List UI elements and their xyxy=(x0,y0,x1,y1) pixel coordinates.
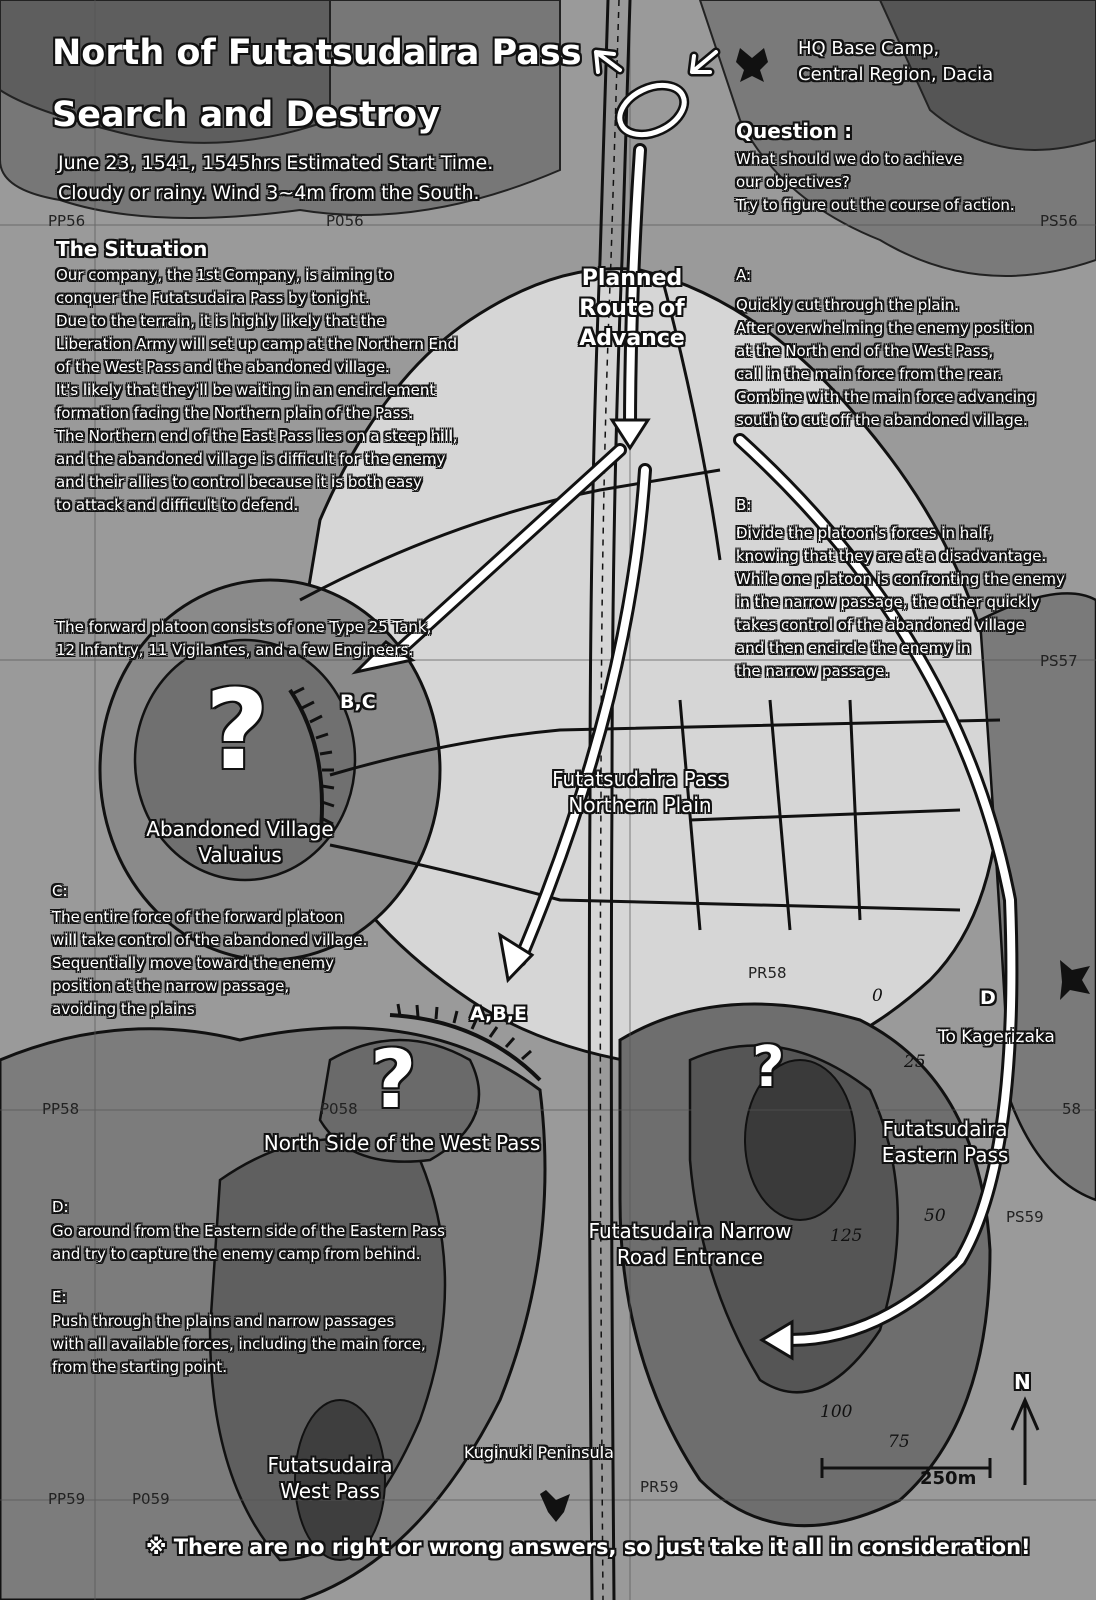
option-b-text: Divide the platoon's forces in half, kno… xyxy=(736,524,1065,680)
question-heading: Question : xyxy=(736,119,853,143)
date-line: June 23, 1541, 1545hrs Estimated Start T… xyxy=(58,152,494,174)
contour-label: 25 xyxy=(904,1052,926,1072)
grid-ref: P056 xyxy=(326,212,364,230)
unknown-enemy-east-marker: ? xyxy=(752,1035,785,1100)
map-title: North of Futatsudaira Pass xyxy=(52,33,582,73)
kuginuki-label: Kuginuki Peninsula xyxy=(464,1443,614,1462)
grid-ref: PS56 xyxy=(1040,212,1078,230)
scale-label: 250m xyxy=(920,1468,977,1489)
platoon-text: The forward platoon consists of one Type… xyxy=(56,618,432,659)
label-d: D xyxy=(980,987,996,1009)
option-a-text: Quickly cut through the plain. After ove… xyxy=(736,296,1036,429)
kagerizaka-unit-marker xyxy=(1060,960,1090,1000)
option-d-text: Go around from the Eastern side of the E… xyxy=(52,1222,445,1263)
north-label: N xyxy=(1014,1370,1031,1394)
grid-ref: P059 xyxy=(132,1490,170,1508)
scale-bar xyxy=(820,1458,992,1478)
option-d-label: D: xyxy=(52,1198,69,1216)
situation-heading: The Situation xyxy=(56,237,208,261)
grid-ref: PP56 xyxy=(48,212,86,230)
grid-ref: P058 xyxy=(320,1100,358,1118)
option-c-label: C: xyxy=(52,882,68,900)
abandoned-village-label: Abandoned Village Valuaius xyxy=(146,817,334,867)
contour-label: 100 xyxy=(820,1402,853,1422)
question-text: What should we do to achieve our objecti… xyxy=(736,150,1015,214)
unknown-enemy-west-marker: ? xyxy=(370,1033,417,1126)
hq-label: HQ Base Camp, Central Region, Dacia xyxy=(798,38,994,85)
situation-text: Our company, the 1st Company, is aiming … xyxy=(56,266,458,514)
northern-plain-area xyxy=(296,267,1003,1073)
map-subtitle: Search and Destroy xyxy=(52,95,440,135)
planned-route-label: Planned Route of Advance xyxy=(579,266,685,351)
grid-ref: PS57 xyxy=(1040,652,1078,670)
west-pass-label: Futatsudaira West Pass xyxy=(267,1453,393,1503)
north-arrow xyxy=(1010,1396,1040,1485)
northern-plain-label: Futatsudaira Pass Northern Plain xyxy=(552,767,728,817)
contour-label: 0 xyxy=(872,986,883,1006)
option-e-label: E: xyxy=(52,1288,67,1306)
grid-ref: PS59 xyxy=(1006,1208,1044,1226)
footer-note: ※ There are no right or wrong answers, s… xyxy=(146,1535,1031,1559)
contour-label: 125 xyxy=(830,1226,863,1246)
option-b-label: B: xyxy=(736,496,752,514)
label-bc: B,C xyxy=(340,691,376,713)
hq-unit-marker xyxy=(736,48,768,82)
option-a-label: A: xyxy=(736,266,752,284)
grid-ref: PR58 xyxy=(748,964,787,982)
grid-ref: PR59 xyxy=(640,1478,679,1496)
narrow-road-label: Futatsudaira Narrow Road Entrance xyxy=(588,1219,792,1269)
contour-label: 50 xyxy=(924,1206,946,1226)
option-c-text: The entire force of the forward platoon … xyxy=(52,908,368,1018)
unknown-enemy-village-marker: ? xyxy=(205,666,269,794)
north-side-west-pass-label: North Side of the West Pass xyxy=(263,1131,541,1155)
eastern-pass-label: Futatsudaira Eastern Pass xyxy=(881,1117,1009,1167)
weather-line: Cloudy or rainy. Wind 3~4m from the Sout… xyxy=(58,182,480,204)
to-kagerizaka-label: To Kagerizaka xyxy=(938,1027,1055,1047)
label-abe: A,B,E xyxy=(470,1003,527,1025)
contour-label: 75 xyxy=(888,1432,910,1452)
grid-ref: PP58 xyxy=(42,1100,80,1118)
grid-ref: 58 xyxy=(1062,1100,1082,1118)
kuginuki-unit-marker xyxy=(540,1490,570,1522)
grid-ref: PP59 xyxy=(48,1490,86,1508)
option-e-text: Push through the plains and narrow passa… xyxy=(52,1312,426,1376)
